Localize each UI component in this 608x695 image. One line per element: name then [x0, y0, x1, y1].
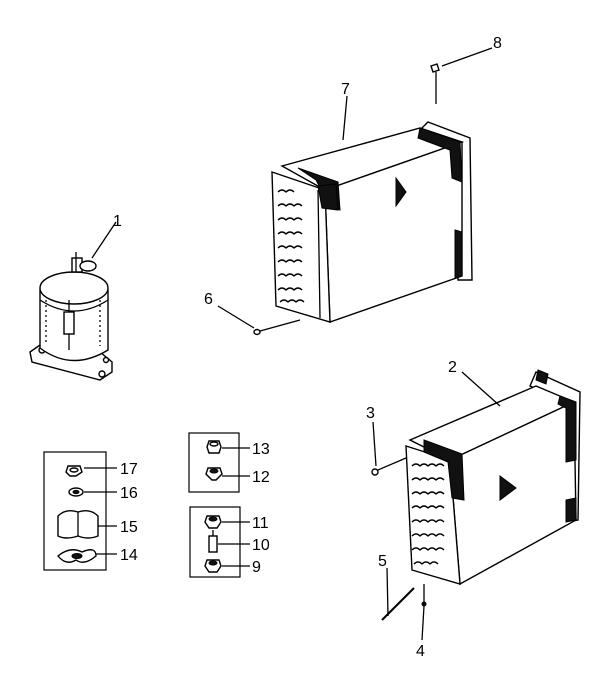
pin-4: [421, 584, 427, 607]
callout-5: 5: [378, 553, 387, 570]
callout-9: 9: [252, 559, 261, 576]
hardware-card-9-11: [189, 506, 241, 578]
callout-4: 4: [416, 643, 425, 660]
condenser-coil-upper: [271, 121, 473, 323]
coil-tubes-upper: [277, 189, 305, 303]
coil-tubes-lower: [411, 463, 445, 565]
hardware-card-14-17: [43, 451, 107, 571]
screw-5: [381, 587, 415, 621]
evaporator-coil-lower: [405, 369, 581, 586]
callout-13: 13: [252, 441, 270, 458]
callout-3: 3: [366, 405, 375, 422]
screw-8: [430, 63, 440, 104]
callout-1: 1: [113, 213, 122, 230]
callout-6: 6: [204, 291, 213, 308]
callout-11: 11: [252, 515, 269, 532]
callout-14: 14: [120, 547, 138, 564]
callout-12: 12: [252, 469, 270, 486]
callout-17: 17: [120, 461, 138, 478]
callout-7: 7: [341, 81, 350, 98]
compressor: [29, 252, 113, 381]
hardware-card-12-13: [188, 432, 240, 493]
callout-15: 15: [120, 519, 138, 536]
callout-10: 10: [252, 537, 270, 554]
callout-8: 8: [493, 35, 502, 52]
screw-6: [253, 319, 301, 336]
screw-3: [371, 457, 407, 476]
callout-2: 2: [448, 359, 457, 376]
callout-16: 16: [120, 485, 138, 502]
